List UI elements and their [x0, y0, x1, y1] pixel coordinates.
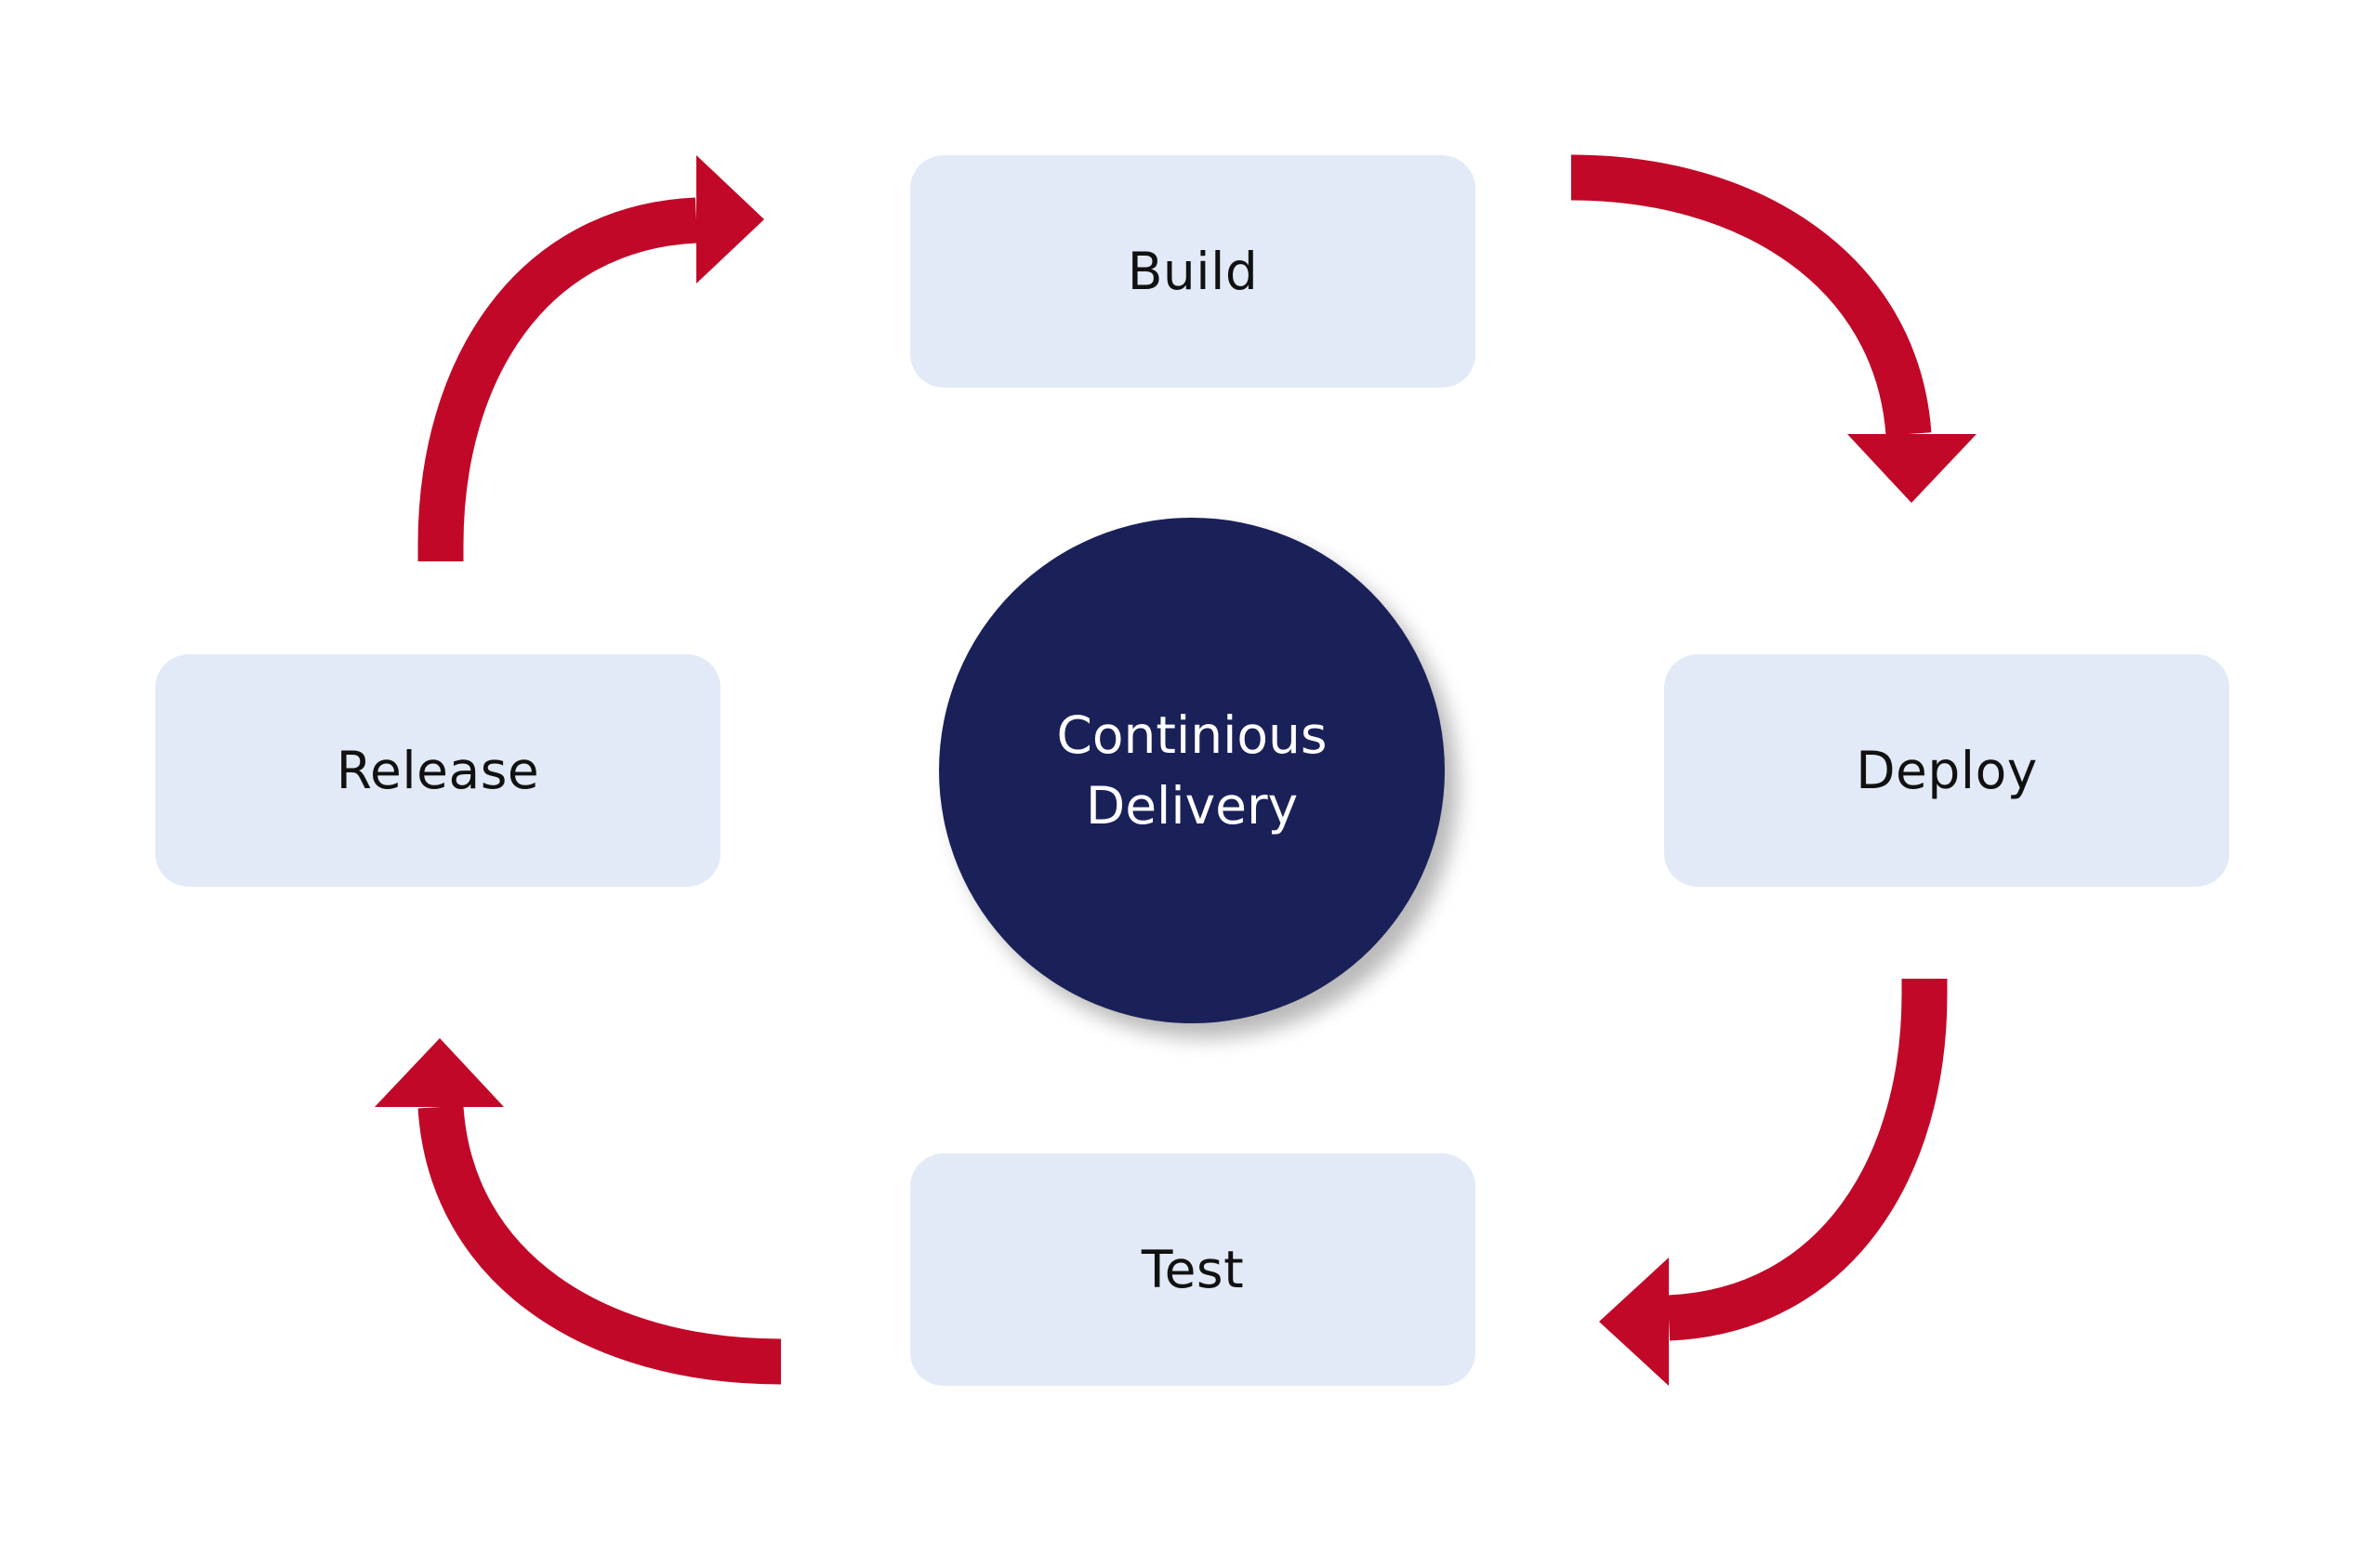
arrow-release-to-build: [417, 155, 764, 561]
center-title-line1: Continious: [1056, 705, 1328, 765]
stage-test-label: Test: [1141, 1240, 1245, 1299]
stage-deploy: Deploy: [1664, 654, 2229, 887]
arrow-deploy-to-test: [1599, 979, 1948, 1386]
center-title-line2: Delivery: [1085, 776, 1299, 836]
stage-build-label: Build: [1127, 242, 1259, 301]
stage-deploy-label: Deploy: [1856, 741, 2038, 800]
stage-test: Test: [910, 1153, 1475, 1386]
stage-release: Release: [155, 654, 721, 887]
center-hub: Continious Delivery: [939, 518, 1445, 1023]
arrow-test-to-release: [375, 1038, 782, 1385]
arrow-build-to-deploy: [1570, 154, 1977, 503]
stage-build: Build: [910, 155, 1475, 388]
stage-release-label: Release: [336, 741, 540, 800]
